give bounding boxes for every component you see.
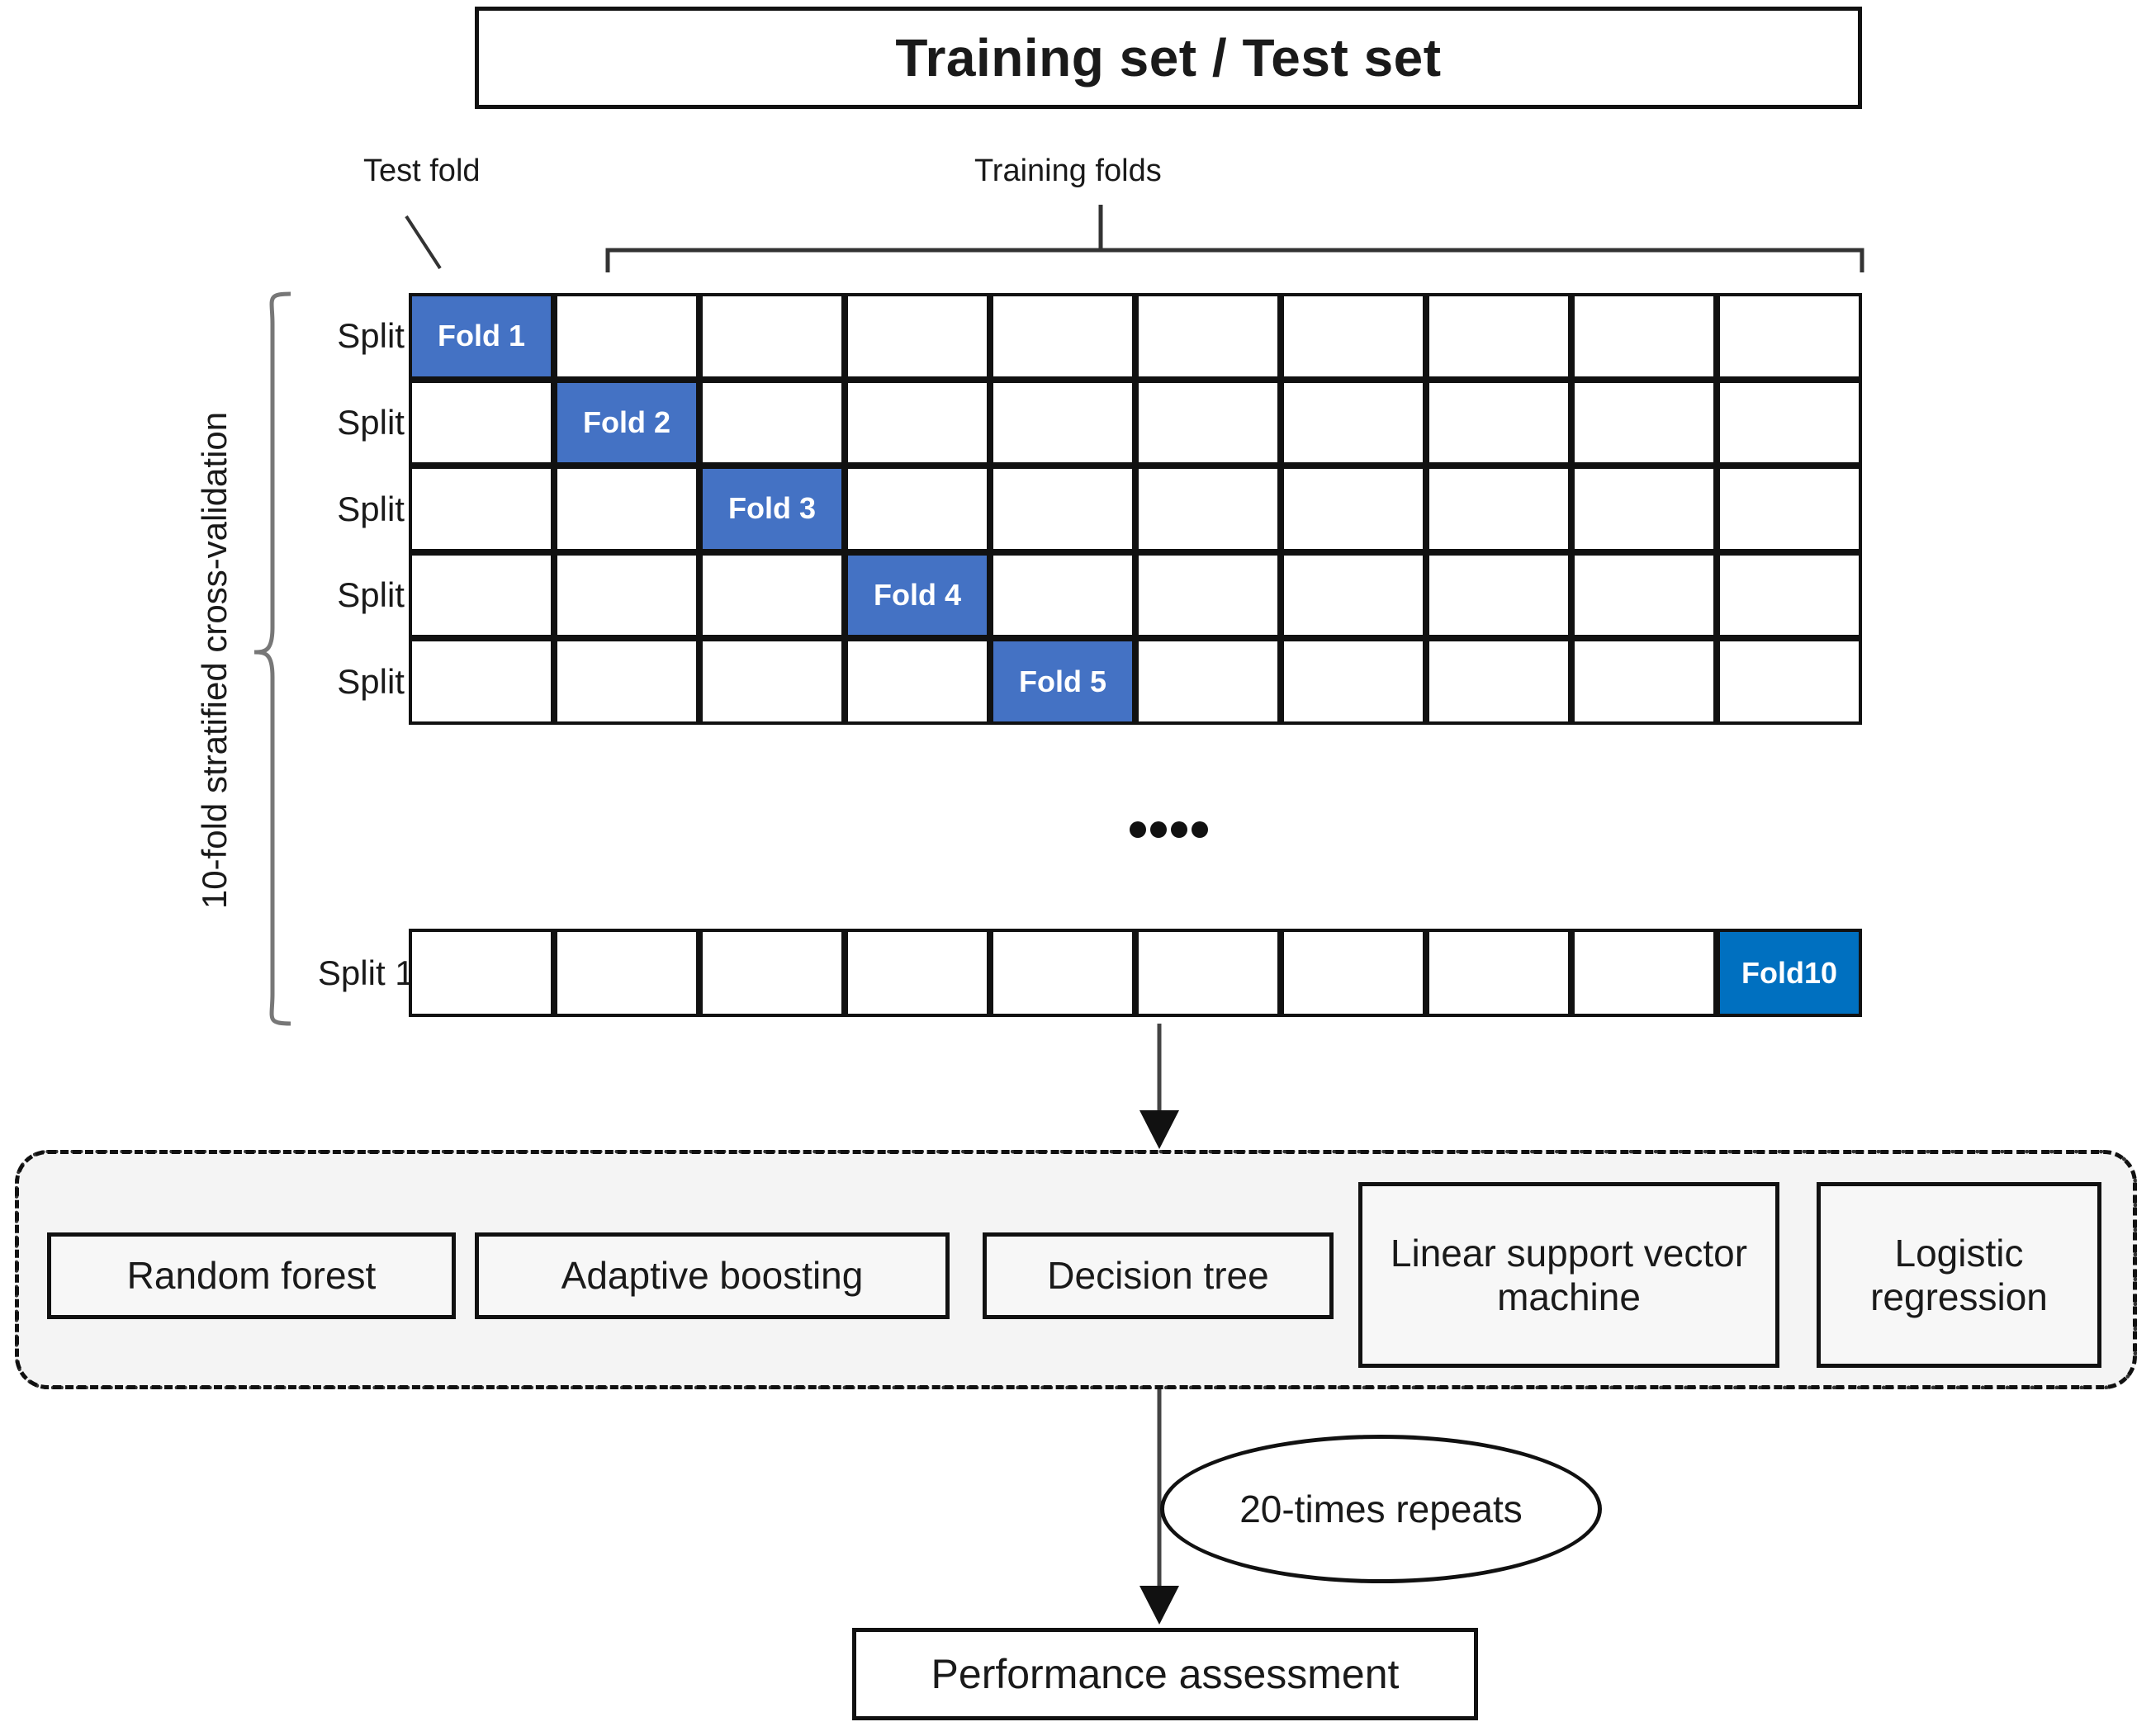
grid-cell: [409, 929, 554, 1017]
grid-cell: [990, 379, 1135, 466]
grid-cell: [1426, 638, 1571, 725]
grid-cell: [1571, 929, 1717, 1017]
cv-caption: 10-fold stratified cross-validation: [195, 411, 234, 910]
grid-cell: [1281, 466, 1426, 552]
grid-cell: [409, 466, 554, 552]
grid-cell: [1426, 929, 1571, 1017]
fold-cell: Fold 5: [990, 638, 1135, 725]
grid-cell: [990, 293, 1135, 380]
ellipsis-dot: [1130, 821, 1146, 838]
training-folds-bracket: [605, 248, 1864, 272]
fold-cell: Fold 2: [554, 379, 699, 466]
grid-cell: [990, 929, 1135, 1017]
grid-cell: [845, 293, 990, 380]
grid-cell: [409, 638, 554, 725]
grid-cell: [554, 293, 699, 380]
model-box: Adaptive boosting: [475, 1232, 950, 1319]
grid-cell: [1426, 551, 1571, 639]
grid-cell: [1281, 293, 1426, 380]
model-box: Logistic regression: [1817, 1182, 2101, 1368]
grid-cell: [990, 551, 1135, 639]
model-label: Logistic regression: [1870, 1231, 2048, 1318]
grid-cell: [1717, 551, 1862, 639]
grid-cell: [1426, 379, 1571, 466]
page-title: Training set / Test set: [895, 28, 1442, 88]
grid-cell: [1571, 638, 1717, 725]
grid-cell: [699, 929, 845, 1017]
fold-label: Fold 2: [583, 404, 670, 439]
grid-cell: [1717, 466, 1862, 552]
grid-cell: [1281, 929, 1426, 1017]
grid-cell: [1717, 379, 1862, 466]
performance-assessment-box: Performance assessment: [852, 1628, 1478, 1720]
cv-brace: [253, 291, 291, 1026]
arrow-models-to-result-head: [1139, 1586, 1179, 1625]
grid-cell: [1281, 379, 1426, 466]
model-label: Decision tree: [1047, 1254, 1269, 1298]
grid-cell: [1571, 293, 1717, 380]
grid-cell: [1135, 551, 1281, 639]
fold-label: Fold 3: [728, 491, 816, 526]
model-label: Adaptive boosting: [561, 1254, 864, 1298]
fold-cell: Fold 4: [845, 551, 990, 639]
grid-cell: [1135, 929, 1281, 1017]
grid-cell: [1135, 379, 1281, 466]
grid-cell: [845, 638, 990, 725]
grid-cell: [699, 293, 845, 380]
grid-cell: [845, 466, 990, 552]
fold-cell: Fold10: [1717, 929, 1862, 1017]
grid-cell: [990, 466, 1135, 552]
fold-label: Fold 1: [438, 319, 525, 353]
grid-cell: [699, 638, 845, 725]
grid-cell: [699, 379, 845, 466]
grid-cell: [554, 929, 699, 1017]
grid-cell: [699, 551, 845, 639]
test-fold-leader-line: [405, 215, 442, 270]
grid-cell: [1717, 638, 1862, 725]
model-box: Random forest: [47, 1232, 456, 1319]
grid-cell: [1571, 466, 1717, 552]
model-container: Random forest Adaptive boosting Decision t…: [15, 1150, 2137, 1389]
ellipsis-dot: [1171, 821, 1187, 838]
grid-cell: [1135, 638, 1281, 725]
grid-cell: [1281, 638, 1426, 725]
fold-cell: Fold 3: [699, 466, 845, 552]
model-label: Linear support vector machine: [1390, 1231, 1748, 1318]
grid-cell: [409, 379, 554, 466]
grid-cell: [1281, 551, 1426, 639]
performance-assessment-label: Performance assessment: [931, 1651, 1400, 1697]
ellipsis-dot: [1150, 821, 1167, 838]
grid-cell: [1135, 466, 1281, 552]
fold-label: Fold 5: [1019, 664, 1106, 698]
grid-cell: [1717, 293, 1862, 380]
grid-cell: [845, 929, 990, 1017]
fold-label: Fold10: [1741, 955, 1837, 990]
model-box: Linear support vector machine: [1358, 1182, 1779, 1368]
grid-cell: [1426, 466, 1571, 552]
model-box: Decision tree: [983, 1232, 1334, 1319]
grid-cell: [554, 551, 699, 639]
repeats-ellipse: 20-times repeats: [1160, 1435, 1602, 1583]
grid-cell: [554, 638, 699, 725]
test-fold-label: Test fold: [363, 154, 481, 188]
repeats-label: 20-times repeats: [1239, 1488, 1523, 1530]
model-label: Random forest: [126, 1254, 377, 1298]
training-folds-label: Training folds: [974, 154, 1162, 188]
title-box: Training set / Test set: [475, 7, 1862, 109]
grid-cell: [845, 379, 990, 466]
ellipsis-dot: [1192, 821, 1208, 838]
arrow-grid-to-models-head: [1139, 1110, 1179, 1149]
grid-cell: [1135, 293, 1281, 380]
grid-cell: [554, 466, 699, 552]
grid-cell: [409, 551, 554, 639]
fold-label: Fold 4: [874, 578, 961, 613]
grid-cell: [1571, 379, 1717, 466]
fold-cell: Fold 1: [409, 293, 554, 380]
grid-cell: [1571, 551, 1717, 639]
grid-cell: [1426, 293, 1571, 380]
